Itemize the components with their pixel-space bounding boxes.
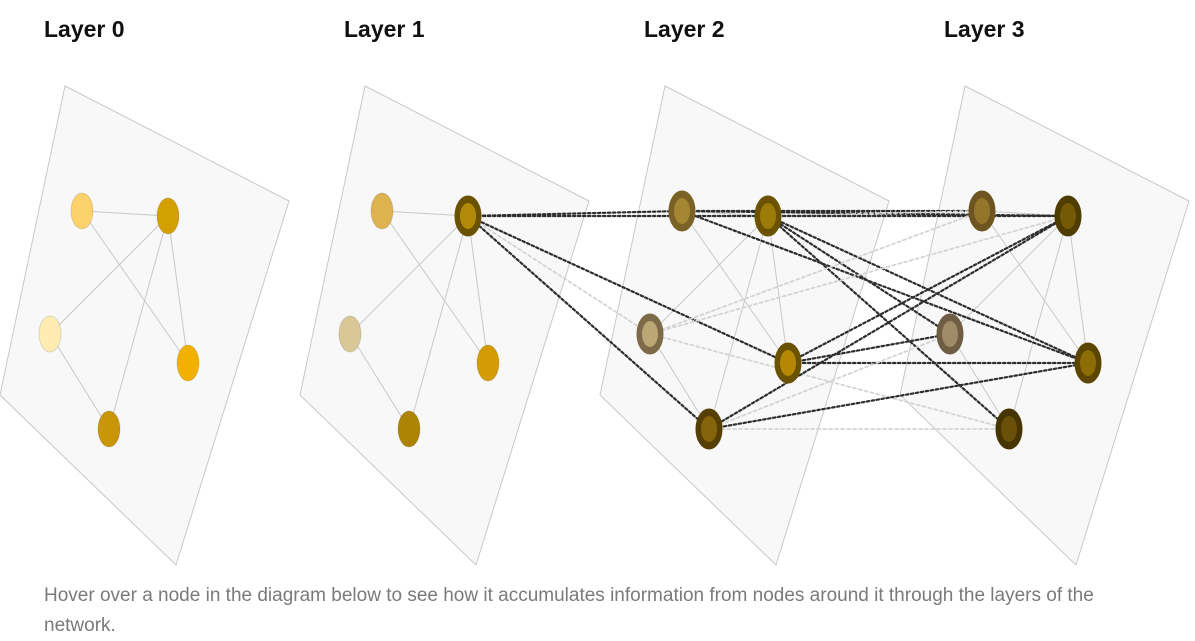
layer-titles: Layer 0 Layer 1 Layer 2 Layer 3 [44,16,1025,42]
graph-edge-0-b-c [49,215,169,335]
layer-planes [0,85,1190,566]
layer-title-3: Layer 3 [944,16,1025,42]
graph-node-3-d[interactable] [1074,342,1102,384]
graph-edge-1-b-d [467,215,489,364]
graph-edge-1-b-c [349,215,469,335]
layer-connection-16 [786,214,1070,365]
layer-connection-14 [649,215,1069,335]
graph-node-1-b[interactable] [454,195,482,237]
node-core [176,344,200,382]
diagram-caption: Hover over a node in the diagram below t… [44,585,1094,636]
layer-connection-19 [707,214,1070,431]
graph-node-3-a[interactable] [968,190,996,232]
node-core [642,321,658,347]
graph-edge-3-b-d [1067,215,1089,364]
node-core [397,410,421,448]
graph-node-1-a[interactable] [370,192,394,230]
layer-connection-12 [766,214,1011,431]
graph-edge-1-c-e [349,333,410,430]
layer-title-2: Layer 2 [644,16,725,42]
graph-edge-3-b-e [1008,215,1069,430]
node-core [97,410,121,448]
node-core [974,198,990,224]
graph-node-2-e[interactable] [695,408,723,450]
node-core [156,197,180,235]
graph-edge-2-b-d [767,215,789,364]
graph-edge-2-a-d [681,210,789,364]
graph-edge-3-b-c [949,215,1069,335]
gnn-layer-diagram: Layer 0 Layer 1 Layer 2 Layer 3 [0,16,1190,566]
node-core [70,192,94,230]
graph-node-0-e[interactable] [97,410,121,448]
node-core [38,315,62,353]
graph-node-0-b[interactable] [156,197,180,235]
node-core [701,416,717,442]
graph-node-1-d[interactable] [476,344,500,382]
node-core [476,344,500,382]
node-core [942,321,958,347]
node-core [674,198,690,224]
layer-connection-3 [466,214,711,431]
layer-title-0: Layer 0 [44,16,125,42]
graph-edge-1-b-e [408,215,469,430]
graph-edge-0-b-d [167,215,189,364]
graph-edge-3-a-d [981,210,1089,364]
layer-connection-17 [786,332,952,365]
graph-edge-1-a-d [381,210,489,364]
node-core [460,203,476,229]
graph-node-0-a[interactable] [70,192,94,230]
layer-connection-13 [649,210,983,335]
graph-node-2-d[interactable] [774,342,802,384]
graph-node-2-a[interactable] [668,190,696,232]
layer-connection-20 [707,361,1090,431]
graph-edge-0-b-e [108,215,169,430]
graph-node-2-c[interactable] [636,313,664,355]
layer-connection-2 [466,214,790,365]
graph-nodes [38,190,1102,450]
graph-node-0-c[interactable] [38,315,62,353]
graph-edge-2-b-e [708,215,769,430]
node-core [370,192,394,230]
graph-node-1-c[interactable] [338,315,362,353]
layer-connection-7 [680,209,1090,365]
node-core [338,315,362,353]
node-core [1080,350,1096,376]
node-core [1001,416,1017,442]
node-core [760,203,776,229]
graph-node-3-c[interactable] [936,313,964,355]
node-core [1060,203,1076,229]
layer-connection-22 [708,333,951,430]
graph-edges [49,210,1089,430]
graph-node-0-d[interactable] [176,344,200,382]
layer-title-1: Layer 1 [344,16,425,42]
graph-node-3-b[interactable] [1054,195,1082,237]
layer-connections [466,209,1090,431]
layer-connection-4 [467,215,651,335]
graph-edge-1-a-b [381,210,469,217]
graph-edge-0-a-d [81,210,189,364]
graph-edge-0-a-b [81,210,169,217]
graph-node-3-e[interactable] [995,408,1023,450]
graph-node-1-e[interactable] [397,410,421,448]
node-core [780,350,796,376]
graph-edge-0-c-e [49,333,110,430]
graph-node-2-b[interactable] [754,195,782,237]
graph-edge-2-c-e [649,333,710,430]
